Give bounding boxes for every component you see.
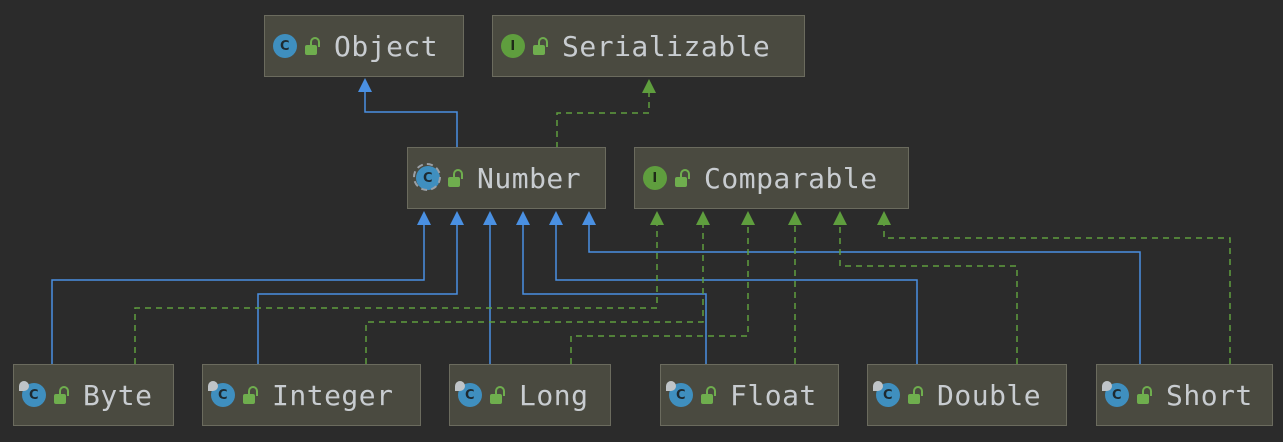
edge-number-implements-serializable (556, 93, 650, 148)
abstract-class-icon: C (413, 163, 441, 191)
public-lock-icon (700, 386, 716, 404)
node-label: Integer (272, 378, 394, 412)
final-class-icon: C (208, 381, 235, 407)
arrowhead-number-2 (450, 211, 464, 225)
arrowhead-serializable (642, 79, 656, 93)
public-lock-icon (674, 169, 690, 187)
node-short[interactable]: C Short (1096, 364, 1273, 426)
final-class-icon: C (19, 381, 46, 407)
class-icon: C (273, 34, 297, 58)
node-label: Short (1166, 378, 1253, 412)
node-label: Number (477, 161, 582, 195)
public-lock-icon (532, 37, 548, 55)
public-lock-icon (53, 386, 69, 404)
edge-byte-implements-comparable (134, 225, 658, 364)
edge-number-extends-object (364, 92, 458, 148)
arrowhead-comparable-6 (877, 211, 891, 225)
edge-short-extends-number (588, 225, 1141, 364)
node-comparable[interactable]: I Comparable (634, 147, 909, 209)
interface-icon: I (501, 34, 525, 58)
extends-edges (51, 92, 1141, 364)
edge-integer-extends-number (257, 225, 458, 364)
implements-edges (134, 93, 1231, 364)
arrowhead-comparable-3 (741, 211, 755, 225)
node-object[interactable]: C Object (264, 15, 464, 77)
node-double[interactable]: C Double (867, 364, 1067, 426)
node-label: Float (730, 378, 817, 412)
arrowhead-number-6 (582, 211, 596, 225)
edge-byte-extends-number (51, 225, 425, 364)
arrowheads (358, 78, 891, 225)
node-label: Double (937, 378, 1042, 412)
node-byte[interactable]: C Byte (13, 364, 174, 426)
public-lock-icon (489, 386, 505, 404)
public-lock-icon (242, 386, 258, 404)
edge-double-implements-comparable (839, 225, 1018, 364)
node-integer[interactable]: C Integer (202, 364, 421, 426)
arrowhead-comparable-1 (650, 211, 664, 225)
final-class-icon: C (1102, 381, 1129, 407)
edge-long-implements-comparable (570, 225, 749, 364)
public-lock-icon (304, 37, 320, 55)
arrowhead-number-4 (516, 211, 530, 225)
arrowhead-number-1 (417, 211, 431, 225)
edge-double-extends-number (555, 225, 918, 364)
final-class-icon: C (455, 381, 482, 407)
arrowhead-number-3 (483, 211, 497, 225)
node-label: Comparable (704, 161, 878, 195)
edge-integer-implements-comparable (365, 225, 704, 364)
final-class-icon: C (873, 381, 900, 407)
arrowhead-number-5 (549, 211, 563, 225)
node-label: Long (519, 378, 589, 412)
interface-icon: I (643, 166, 667, 190)
arrowhead-comparable-2 (696, 211, 710, 225)
arrowhead-comparable-5 (833, 211, 847, 225)
node-serializable[interactable]: I Serializable (492, 15, 805, 77)
arrowhead-comparable-4 (788, 211, 802, 225)
node-label: Byte (83, 378, 153, 412)
node-label: Object (334, 29, 439, 63)
node-label: Serializable (562, 29, 771, 63)
public-lock-icon (447, 169, 463, 187)
public-lock-icon (907, 386, 923, 404)
node-long[interactable]: C Long (449, 364, 611, 426)
public-lock-icon (1136, 386, 1152, 404)
edge-short-implements-comparable (883, 225, 1231, 364)
node-float[interactable]: C Float (660, 364, 839, 426)
edge-float-extends-number (522, 225, 707, 364)
final-class-icon: C (666, 381, 693, 407)
node-number[interactable]: C Number (407, 147, 606, 209)
arrowhead-object (358, 78, 372, 92)
